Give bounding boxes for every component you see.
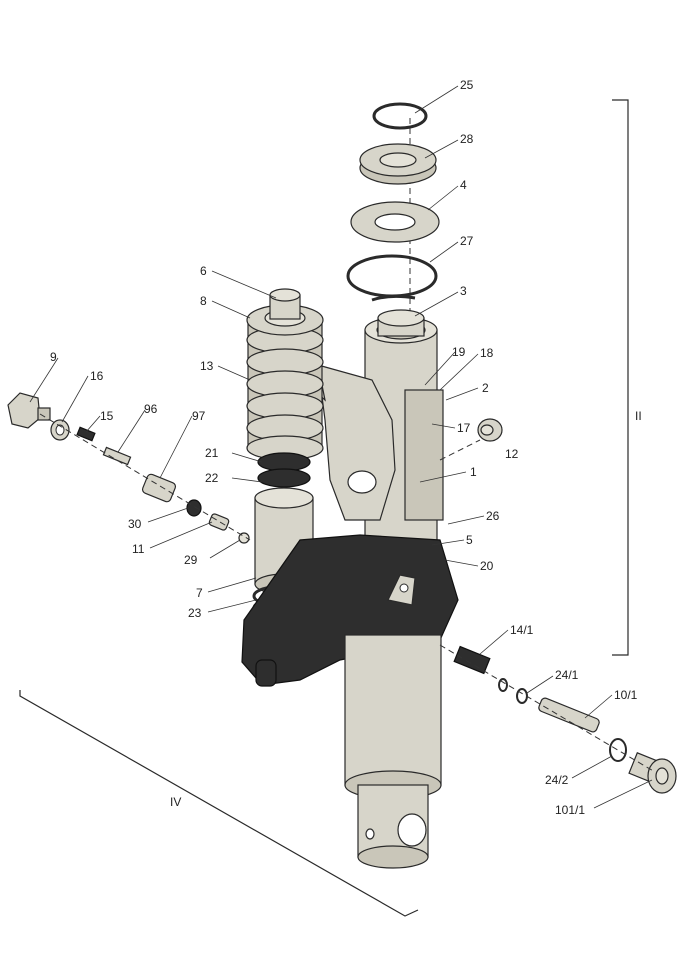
dimension-iv-text: IV bbox=[170, 795, 181, 809]
dimension-ii: II bbox=[612, 99, 642, 656]
label-97: 97 bbox=[192, 409, 206, 423]
part-1-column bbox=[364, 309, 444, 561]
label-5: 5 bbox=[466, 533, 473, 547]
label-14-1: 14/1 bbox=[510, 623, 534, 637]
label-6: 6 bbox=[200, 264, 207, 278]
label-101-1: 101/1 bbox=[555, 803, 585, 817]
part-15-spring bbox=[76, 426, 96, 442]
label-10-1: 10/1 bbox=[614, 688, 638, 702]
label-17: 17 bbox=[457, 421, 471, 435]
label-26: 26 bbox=[486, 509, 500, 523]
part-13-spring bbox=[246, 319, 324, 461]
part-28-bearing bbox=[359, 143, 437, 185]
part-20-lug bbox=[387, 574, 416, 606]
part-10-1-valve bbox=[538, 697, 600, 733]
part-6-pin bbox=[269, 288, 301, 320]
label-19: 19 bbox=[452, 345, 466, 359]
part-27-ring bbox=[346, 254, 438, 298]
axis-right bbox=[439, 644, 656, 773]
label-11: 11 bbox=[132, 542, 145, 556]
label-25: 25 bbox=[460, 78, 474, 92]
part-25-circlip bbox=[372, 102, 428, 130]
label-9: 9 bbox=[50, 350, 57, 364]
part-29-ball bbox=[238, 532, 250, 544]
part-14-1-spring bbox=[453, 645, 491, 675]
part-4-washer bbox=[350, 201, 440, 243]
part-3-snap-ring bbox=[371, 294, 416, 302]
label-12: 12 bbox=[505, 447, 519, 461]
part-96-pin bbox=[102, 446, 132, 466]
label-1: 1 bbox=[470, 465, 477, 479]
label-96: 96 bbox=[144, 402, 158, 416]
label-22: 22 bbox=[205, 471, 219, 485]
label-20: 20 bbox=[480, 559, 494, 573]
label-24-1: 24/1 bbox=[555, 668, 579, 682]
label-4: 4 bbox=[460, 178, 467, 192]
label-7: 7 bbox=[196, 586, 203, 600]
leader-lines bbox=[29, 85, 653, 809]
part-101-1-cap bbox=[628, 752, 677, 794]
part-30-washer bbox=[186, 499, 202, 517]
label-13: 13 bbox=[200, 359, 214, 373]
part-16-washer bbox=[50, 419, 70, 441]
label-24-2: 24/2 bbox=[545, 773, 569, 787]
part-labels: 25 28 4 27 3 6 8 19 18 2 13 9 16 15 96 9… bbox=[50, 78, 638, 817]
label-30: 30 bbox=[128, 517, 142, 531]
label-18: 18 bbox=[480, 346, 494, 360]
label-15: 15 bbox=[100, 409, 114, 423]
label-16: 16 bbox=[90, 369, 104, 383]
label-27: 27 bbox=[460, 234, 474, 248]
part-9-plug bbox=[7, 392, 51, 429]
label-28: 28 bbox=[460, 132, 474, 146]
label-8: 8 bbox=[200, 294, 207, 308]
label-21: 21 bbox=[205, 446, 219, 460]
part-12-plug bbox=[477, 418, 503, 442]
dimension-ii-text: II bbox=[635, 409, 642, 423]
label-23: 23 bbox=[188, 606, 202, 620]
label-2: 2 bbox=[482, 381, 489, 395]
lower-cylinder bbox=[344, 634, 442, 869]
dimension-iv: IV bbox=[19, 690, 419, 917]
part-22-seal bbox=[257, 468, 311, 488]
part-24-2-oring bbox=[609, 738, 627, 762]
label-3: 3 bbox=[460, 284, 467, 298]
axis-left bbox=[39, 413, 251, 541]
axis-12 bbox=[439, 439, 481, 461]
part-21-seal bbox=[257, 452, 311, 472]
label-29: 29 bbox=[184, 553, 198, 567]
